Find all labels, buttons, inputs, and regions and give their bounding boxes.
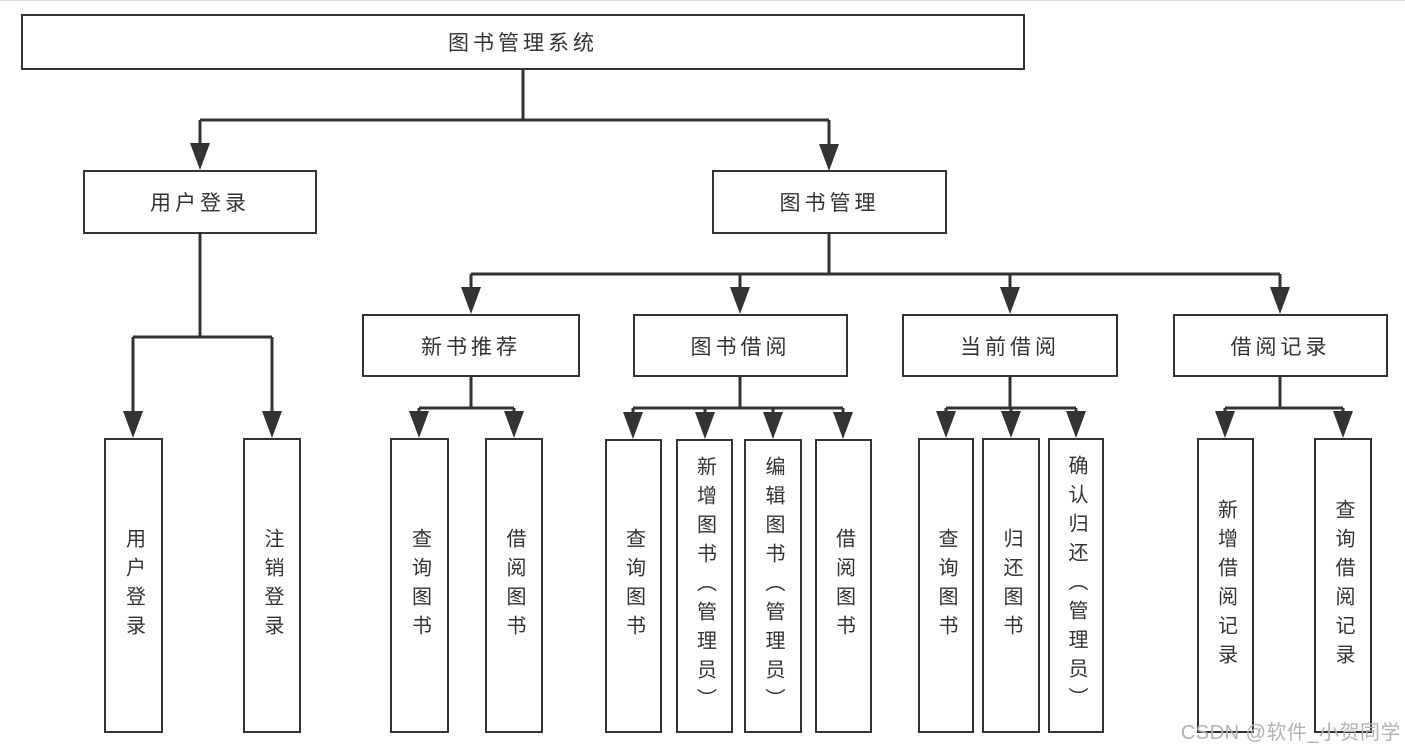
leaf-label: 确认归还（管理员） [1065,455,1087,716]
leaf-label: 用户登录 [122,527,145,644]
node-label: 借阅记录 [1230,335,1331,359]
arrowheads [123,143,1353,439]
leaf-label: 查询图书 [622,528,645,644]
leaf-borrow-books: 借阅图书 [815,439,872,733]
node-label: 图书借阅 [690,335,791,359]
node-label: 当前借阅 [960,335,1060,359]
leaf-label: 归还图书 [1000,527,1022,644]
leaf-return-books: 归还图书 [982,438,1040,733]
leaf-user-login: 用户登录 [104,438,163,733]
leaf-query-books-borrowing: 查询图书 [605,439,662,733]
leaf-query-books-current: 查询图书 [918,438,974,733]
leaf-edit-books-admin: 编辑图书（管理员） [744,439,802,733]
leaf-label: 新增借阅记录 [1214,498,1237,673]
node-label: 新书推荐 [421,335,521,359]
leaf-query-books-recommend: 查询图书 [390,438,449,733]
node-current-borrowing: 当前借阅 [902,314,1118,377]
leaf-label: 查询图书 [408,527,431,644]
leaf-label: 借阅图书 [503,527,525,644]
node-label: 图书管理系统 [448,32,598,55]
leaf-query-borrow-record: 查询借阅记录 [1314,438,1372,733]
node-borrowing-records: 借阅记录 [1173,314,1388,377]
leaf-label: 借阅图书 [832,528,855,644]
node-new-book-recommend: 新书推荐 [362,314,580,377]
node-label: 图书管理 [779,192,880,215]
leaf-add-borrow-record: 新增借阅记录 [1197,438,1254,733]
leaf-label: 新增图书（管理员） [693,455,716,717]
leaf-label: 注销登录 [261,527,283,644]
node-root-library-system: 图书管理系统 [21,14,1025,70]
node-label: 用户登录 [150,192,250,215]
csdn-watermark: CSDN @软件_小贺同学 [1180,722,1401,744]
leaf-label: 查询图书 [935,527,957,644]
leaf-borrow-books-recommend: 借阅图书 [485,438,543,733]
leaf-add-books-admin: 新增图书（管理员） [676,439,733,733]
leaf-confirm-return-admin: 确认归还（管理员） [1048,438,1104,733]
node-book-borrowing: 图书借阅 [633,314,848,377]
leaf-label: 编辑图书（管理员） [762,455,784,717]
node-book-management: 图书管理 [712,170,947,234]
leaf-logout: 注销登录 [243,438,301,733]
node-user-login: 用户登录 [83,170,317,234]
leaf-label: 查询借阅记录 [1332,498,1354,673]
